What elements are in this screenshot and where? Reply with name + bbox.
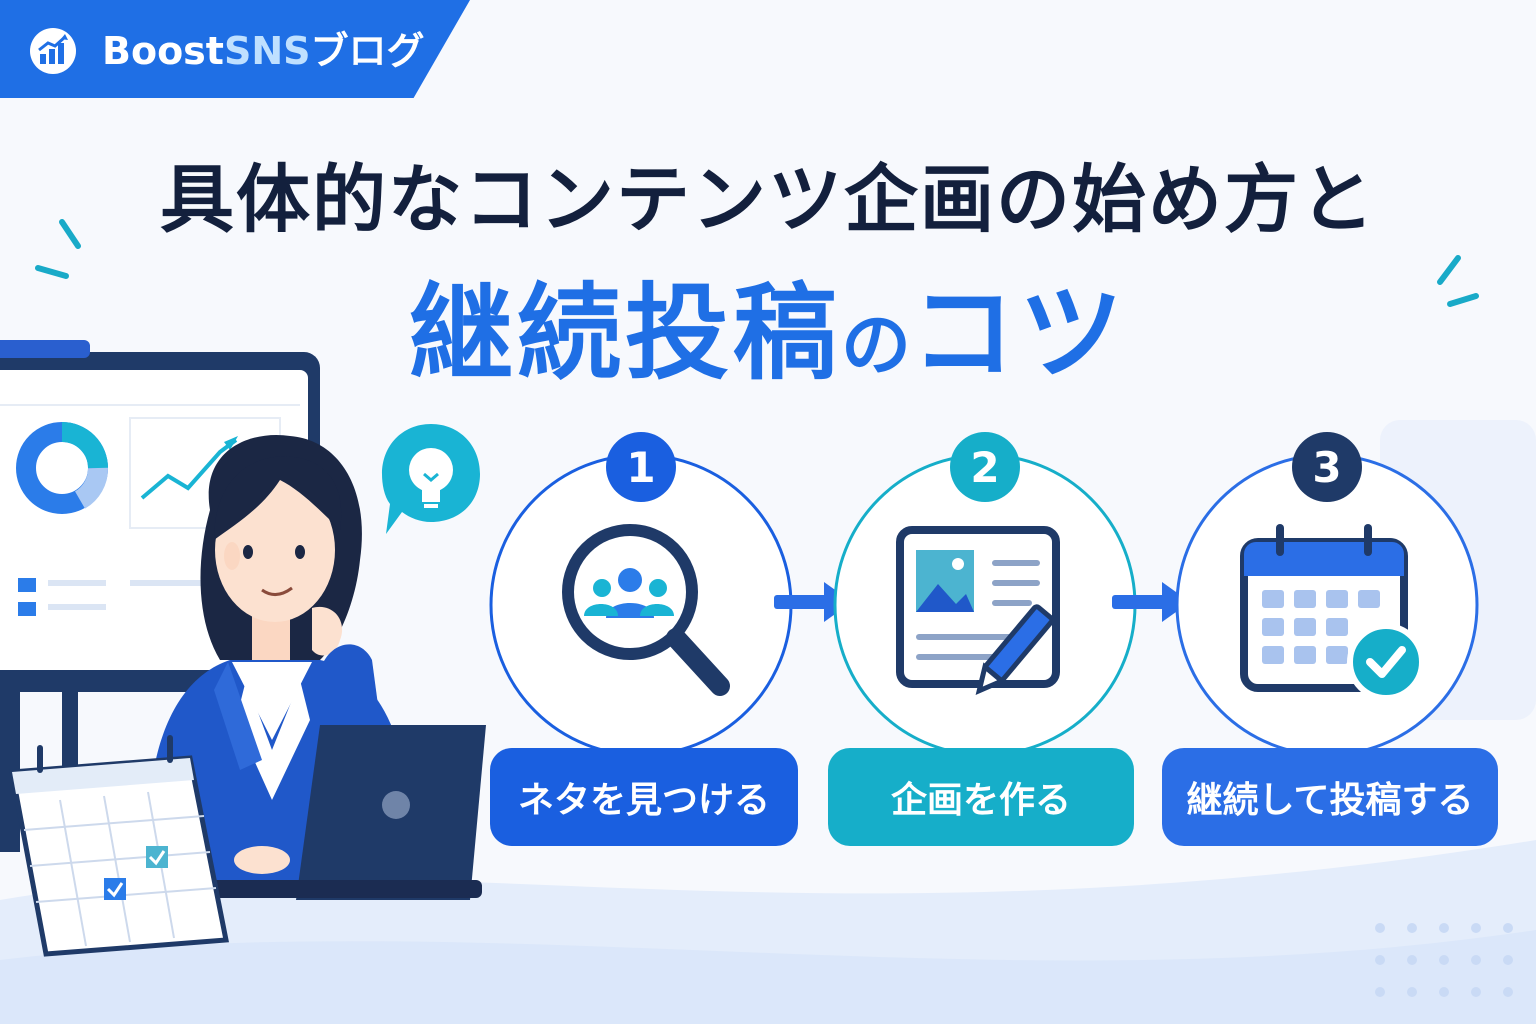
lightbulb-icon xyxy=(382,424,480,534)
step-label-1[interactable]: ネタを見つける xyxy=(490,748,798,846)
step-number-1: 1 xyxy=(606,432,676,502)
brand-name-highlight: SNS xyxy=(223,29,311,73)
bar-chart-up-icon xyxy=(30,28,76,74)
brand-name-suffix: ブログ xyxy=(310,29,425,73)
title-line-1: 具体的なコンテンツ企画の始め方と xyxy=(160,157,1376,243)
step-number-2: 2 xyxy=(950,432,1020,502)
step-label-2[interactable]: 企画を作る xyxy=(828,748,1134,846)
title-end: コツ xyxy=(911,272,1128,394)
brand-name: BoostSNSブログ xyxy=(102,28,425,74)
document-pencil-icon xyxy=(896,526,1060,696)
brand-name-prefix: Boost xyxy=(102,29,224,73)
title-particle: の xyxy=(841,304,911,386)
title-main: 継続投稿 xyxy=(408,272,841,394)
title-line-2: 継続投稿のコツ xyxy=(0,248,1536,399)
step-label-3[interactable]: 継続して投稿する xyxy=(1162,748,1498,846)
brand-banner[interactable] xyxy=(0,0,470,98)
magnifier-people-icon xyxy=(562,524,730,696)
person-working-illustration xyxy=(0,340,486,957)
calendar-check-icon xyxy=(1240,524,1425,701)
step-number-3: 3 xyxy=(1292,432,1362,502)
